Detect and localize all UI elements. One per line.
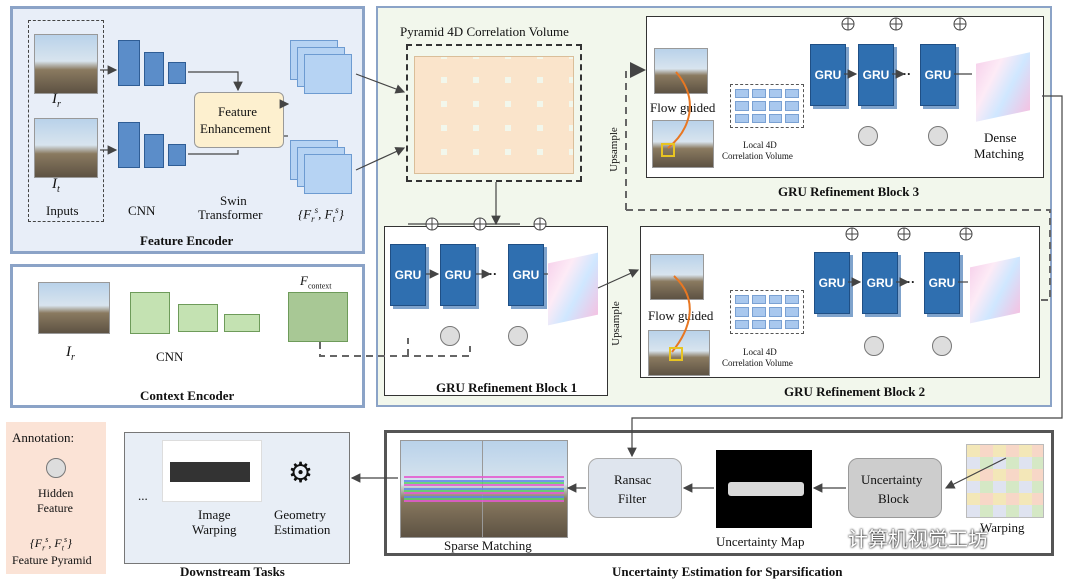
annotation-panel xyxy=(6,422,106,574)
block2-local-line2: Correlation Volume xyxy=(722,358,793,368)
feature-pyramid-label: {Frs, Fts} xyxy=(298,205,344,224)
camera-icon: ⚙ xyxy=(288,456,314,489)
context-image-ir xyxy=(38,282,110,334)
input-image-it xyxy=(34,118,98,178)
feature-map xyxy=(304,54,352,94)
ransac-line2: Filter xyxy=(618,491,647,506)
downstream-dots: ... xyxy=(138,488,148,503)
gru-cell: GRU xyxy=(924,252,960,314)
cnn-layer xyxy=(168,62,186,84)
cnn-layer xyxy=(168,144,186,166)
context-cnn-layer xyxy=(224,314,260,332)
block3-flow-guided: Flow guided xyxy=(650,100,716,115)
hidden-feature-node xyxy=(864,336,884,356)
watermark-text: 计算机视觉工坊 xyxy=(848,527,988,551)
geo-line1: Geometry xyxy=(274,507,326,522)
block2-local-line1: Local 4D xyxy=(743,347,777,357)
context-cnn-layer xyxy=(130,292,170,334)
ir-label: Ir xyxy=(52,91,61,111)
uncertainty-title: Uncertainty Estimation for Sparsificatio… xyxy=(612,564,843,579)
it-label: It xyxy=(52,176,60,196)
gru-cell: GRU xyxy=(440,244,476,306)
hidden-feature-node xyxy=(928,126,948,146)
gru-cell: GRU xyxy=(390,244,426,306)
fe-line1: Feature xyxy=(218,104,257,119)
gru-cell: GRU xyxy=(810,44,846,106)
fcontext-label: Fcontext xyxy=(300,273,332,291)
context-cnn-label: CNN xyxy=(156,349,184,364)
hidden-feature-node xyxy=(508,326,528,346)
pyramid-grid xyxy=(414,56,574,174)
context-cnn-layer xyxy=(178,304,218,332)
context-ir-label: Ir xyxy=(66,344,75,364)
gru-block-2-title: GRU Refinement Block 2 xyxy=(784,384,926,399)
block2-flow-guided: Flow guided xyxy=(648,308,714,323)
cnn-label: CNN xyxy=(128,203,156,218)
block3-local-line1: Local 4D xyxy=(743,140,777,150)
warp-line1: Image xyxy=(198,507,231,522)
uncertainty-block xyxy=(848,458,942,518)
map-label: Uncertainty Map xyxy=(716,534,805,549)
annotation-pyr: {Frs, Fts} xyxy=(30,535,72,553)
annotation-title: Annotation: xyxy=(12,430,75,445)
swin-line1: Swin xyxy=(220,193,247,208)
geo-line2: Estimation xyxy=(274,522,331,537)
block3-local-line2: Correlation Volume xyxy=(722,151,793,161)
dense-line1: Dense xyxy=(984,130,1017,145)
feature-map xyxy=(304,154,352,194)
block3-local-volume xyxy=(730,84,804,128)
feature-enhancement-box xyxy=(194,92,284,148)
fe-line2: Enhancement xyxy=(200,121,271,136)
gru-cell: GRU xyxy=(858,44,894,106)
gru-cell: GRU xyxy=(862,252,898,314)
input-image-ir xyxy=(34,34,98,94)
warping-label: Warping xyxy=(980,520,1025,535)
context-feature-map xyxy=(288,292,348,342)
context-encoder-title: Context Encoder xyxy=(140,388,235,403)
annotation-hidden1: Hidden xyxy=(38,486,74,500)
uncertainty-map-highlight xyxy=(728,482,804,496)
hidden-feature-node xyxy=(440,326,460,346)
gru-cell: GRU xyxy=(814,252,850,314)
inputs-label: Inputs xyxy=(46,203,79,218)
ransac-line1: Ransac xyxy=(614,472,652,487)
cnn-layer xyxy=(118,40,140,86)
feature-encoder-title: Feature Encoder xyxy=(140,233,234,248)
gru-block-3-title: GRU Refinement Block 3 xyxy=(778,184,920,199)
warp-line2: Warping xyxy=(192,522,237,537)
downstream-title: Downstream Tasks xyxy=(180,564,285,579)
swin-line2: Transformer xyxy=(198,207,263,222)
gru-block-1-title: GRU Refinement Block 1 xyxy=(436,380,578,395)
pyramid-title: Pyramid 4D Correlation Volume xyxy=(400,24,569,39)
gru-cell: GRU xyxy=(920,44,956,106)
hidden-feature-node xyxy=(932,336,952,356)
block2-image-bottom xyxy=(648,330,710,376)
pyramid-volume-box xyxy=(406,44,582,182)
block3-image-top xyxy=(654,48,708,94)
cnn-layer xyxy=(118,122,140,168)
ransac-box xyxy=(588,458,682,518)
ublock-line2: Block xyxy=(878,491,910,506)
warped-image-content xyxy=(170,462,250,482)
dense-line2: Matching xyxy=(974,146,1024,161)
ublock-line1: Uncertainty xyxy=(861,472,923,487)
annotation-pyr-label: Feature Pyramid xyxy=(12,553,92,567)
cnn-layer xyxy=(144,52,164,86)
warping-grid xyxy=(966,444,1044,518)
gru-cell: GRU xyxy=(508,244,544,306)
block2-image-top xyxy=(650,254,704,300)
sparse-match-lines xyxy=(404,476,564,502)
sparse-label: Sparse Matching xyxy=(444,538,532,553)
hidden-feature-legend-icon xyxy=(46,458,66,478)
hidden-feature-node xyxy=(858,126,878,146)
block2-local-volume xyxy=(730,290,804,334)
cnn-layer xyxy=(144,134,164,168)
annotation-hidden2: Feature xyxy=(37,501,73,515)
inputs-box xyxy=(28,20,104,222)
